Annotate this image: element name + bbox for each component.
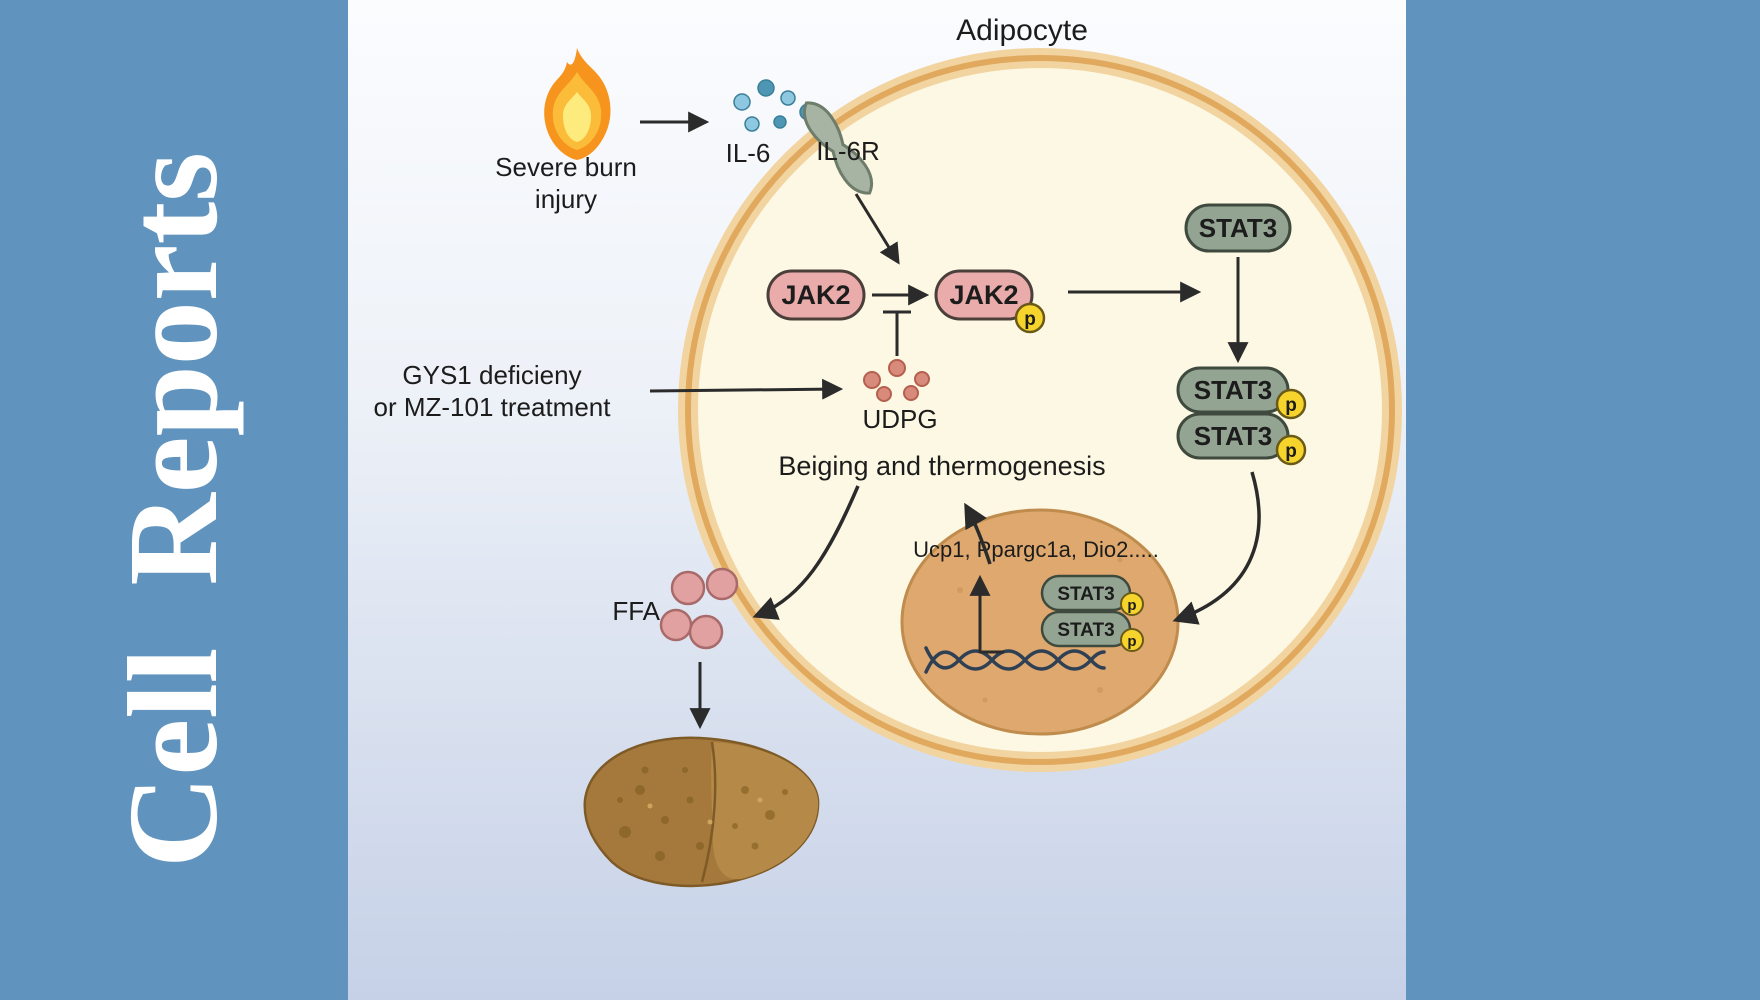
stat3-label: STAT3 xyxy=(1194,375,1272,405)
genes-to-beiging-arrow xyxy=(964,502,992,565)
il6-label: IL-6 xyxy=(726,138,771,168)
receptor-to-jak2-arrow xyxy=(854,193,900,265)
pathway-arrows xyxy=(640,111,1261,730)
phospho-badge xyxy=(1120,592,1144,616)
phospho-label: p xyxy=(1127,633,1136,650)
burn-injury-label-line2: injury xyxy=(535,184,597,214)
jak2-inactive: JAK2 xyxy=(766,269,866,321)
beiging-to-ffa-arrow xyxy=(752,485,860,620)
intervention-to-udpg-arrow xyxy=(649,378,844,400)
phospho-label: p xyxy=(1285,395,1297,416)
jak2-label: JAK2 xyxy=(781,280,850,310)
ffa-droplets xyxy=(659,567,739,650)
stat3-label: STAT3 xyxy=(1199,213,1277,243)
burn-flame-icon xyxy=(544,48,611,160)
jak2-phosphorylated: JAK2 p xyxy=(934,269,1046,334)
phospho-label: p xyxy=(1127,597,1136,614)
phospho-label: p xyxy=(1285,441,1297,462)
liver-illustration xyxy=(583,736,820,888)
target-genes-label: Ucp1, Ppargc1a, Dio2..... xyxy=(913,537,1159,562)
phospho-badge xyxy=(1014,302,1046,334)
stat3-label: STAT3 xyxy=(1194,421,1272,451)
journal-logo: Cell Reports xyxy=(102,152,244,868)
jak2-label: JAK2 xyxy=(949,280,1018,310)
dimer-to-nucleus-arrow xyxy=(1172,471,1261,625)
phospho-badge xyxy=(1275,388,1307,420)
phospho-badge xyxy=(1120,628,1144,652)
phospho-label: p xyxy=(1024,309,1036,330)
beiging-label: Beiging and thermogenesis xyxy=(778,451,1105,481)
dna-helix-icon xyxy=(924,646,1106,674)
il6-receptor-icon xyxy=(803,101,873,195)
intervention-label-line2: or MZ-101 treatment xyxy=(374,392,612,422)
udpg-dots xyxy=(863,359,930,402)
stat3-box: STAT3 xyxy=(1057,584,1114,605)
transcription-arrow xyxy=(969,574,1004,654)
burn-injury-label-line1: Severe burn xyxy=(495,152,637,182)
stat3-phospho-dimer: STAT3 p STAT3 p xyxy=(1176,366,1307,466)
intervention-label-line1: GYS1 deficieny xyxy=(402,360,581,390)
cell-title: Adipocyte xyxy=(956,14,1088,47)
stat3-inactive: STAT3 xyxy=(1184,203,1292,253)
stat3-box: STAT3 xyxy=(1057,620,1114,641)
ffa-label: FFA xyxy=(612,596,660,626)
phospho-badge xyxy=(1275,434,1307,466)
nuclear-stat3-dimer: STAT3 p STAT3 p xyxy=(1040,574,1144,652)
udpg-label: UDPG xyxy=(862,404,937,434)
il6r-label: IL-6R xyxy=(816,136,880,166)
cell-membrane xyxy=(685,55,1395,765)
